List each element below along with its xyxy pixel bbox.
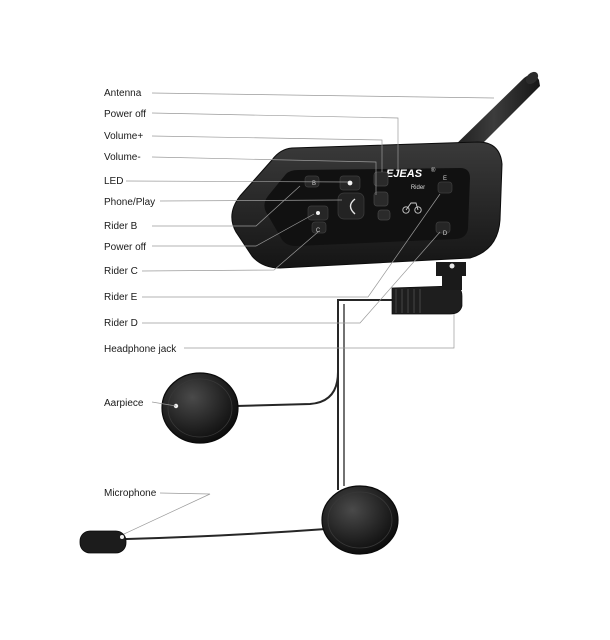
- antenna-part: [448, 71, 540, 156]
- button-b-letter: B: [312, 181, 316, 187]
- leader-microphone: [123, 492, 211, 535]
- button-e-letter: E: [443, 176, 447, 182]
- leader-rider-e: [142, 193, 441, 298]
- led-indicator: [339, 175, 361, 191]
- device-tag: Rider: [411, 185, 425, 191]
- earpiece-cable: [235, 371, 339, 407]
- rider-b-key[interactable]: [377, 209, 391, 221]
- label-power-off-bottom: Power off: [104, 242, 146, 253]
- intercom-unit: EJEAS ® Rider B C: [231, 141, 503, 276]
- label-power-off-top: Power off: [104, 109, 146, 120]
- leader-volume-plus: [151, 135, 383, 172]
- label-rider-c: Rider C: [104, 266, 138, 277]
- speaker-pad: [321, 485, 399, 555]
- leader-phone-play: [159, 199, 343, 202]
- brand-mark: ®: [431, 167, 436, 174]
- label-antenna: Antenna: [104, 88, 142, 99]
- unit-face: [264, 168, 470, 246]
- leader-rider-b: [152, 185, 301, 227]
- brand-logo: EJEAS: [386, 168, 423, 180]
- label-headphone-jack: Headphone jack: [104, 344, 177, 355]
- jack-cable: [337, 299, 392, 372]
- motorcycle-icon: [402, 202, 422, 214]
- leader-antenna: [151, 92, 495, 99]
- leader-headphone-jack: [184, 314, 455, 349]
- button-d-letter: D: [443, 231, 448, 237]
- earpiece-speaker: [161, 372, 239, 444]
- leader-rider-d: [142, 231, 441, 324]
- volume-minus-button[interactable]: [373, 191, 389, 207]
- label-rider-e: Rider E: [104, 292, 138, 303]
- jack-port-dot: [449, 263, 455, 269]
- button-c[interactable]: C: [311, 221, 327, 234]
- label-volume-plus: Volume+: [104, 131, 143, 142]
- volume-plus-button[interactable]: [373, 171, 389, 187]
- jack-port: [436, 262, 466, 276]
- microphone-boom: [125, 528, 327, 540]
- leader-power-off-bottom: [152, 213, 315, 247]
- headphone-jack-plug: [391, 276, 463, 315]
- microphone-part: [79, 530, 127, 554]
- button-e[interactable]: E: [437, 176, 453, 194]
- leader-led: [125, 180, 349, 183]
- leader-earpiece: [151, 401, 177, 407]
- leader-volume-minus: [151, 156, 377, 195]
- label-microphone: Microphone: [104, 488, 157, 499]
- antenna-tip: [525, 71, 539, 85]
- label-volume-minus: Volume-: [104, 152, 141, 163]
- button-c-letter: C: [316, 228, 321, 234]
- leader-lines: [123, 92, 495, 535]
- button-d[interactable]: D: [435, 221, 451, 237]
- label-rider-d: Rider D: [104, 318, 138, 329]
- label-rider-b: Rider B: [104, 221, 138, 232]
- callout-labels: Antenna Power off Volume+ Volume- LED Ph…: [104, 88, 177, 499]
- label-earpiece: Aarpiece: [104, 398, 144, 409]
- label-phone-play: Phone/Play: [104, 197, 155, 208]
- phone-icon: [349, 198, 356, 215]
- power-off-button[interactable]: [307, 205, 329, 221]
- microphone-dot: [120, 535, 124, 539]
- label-led: LED: [104, 176, 123, 187]
- phone-play-button[interactable]: [337, 192, 365, 220]
- leader-rider-c: [141, 231, 319, 272]
- antenna-shape: [448, 74, 540, 156]
- leader-power-off-top: [151, 112, 399, 170]
